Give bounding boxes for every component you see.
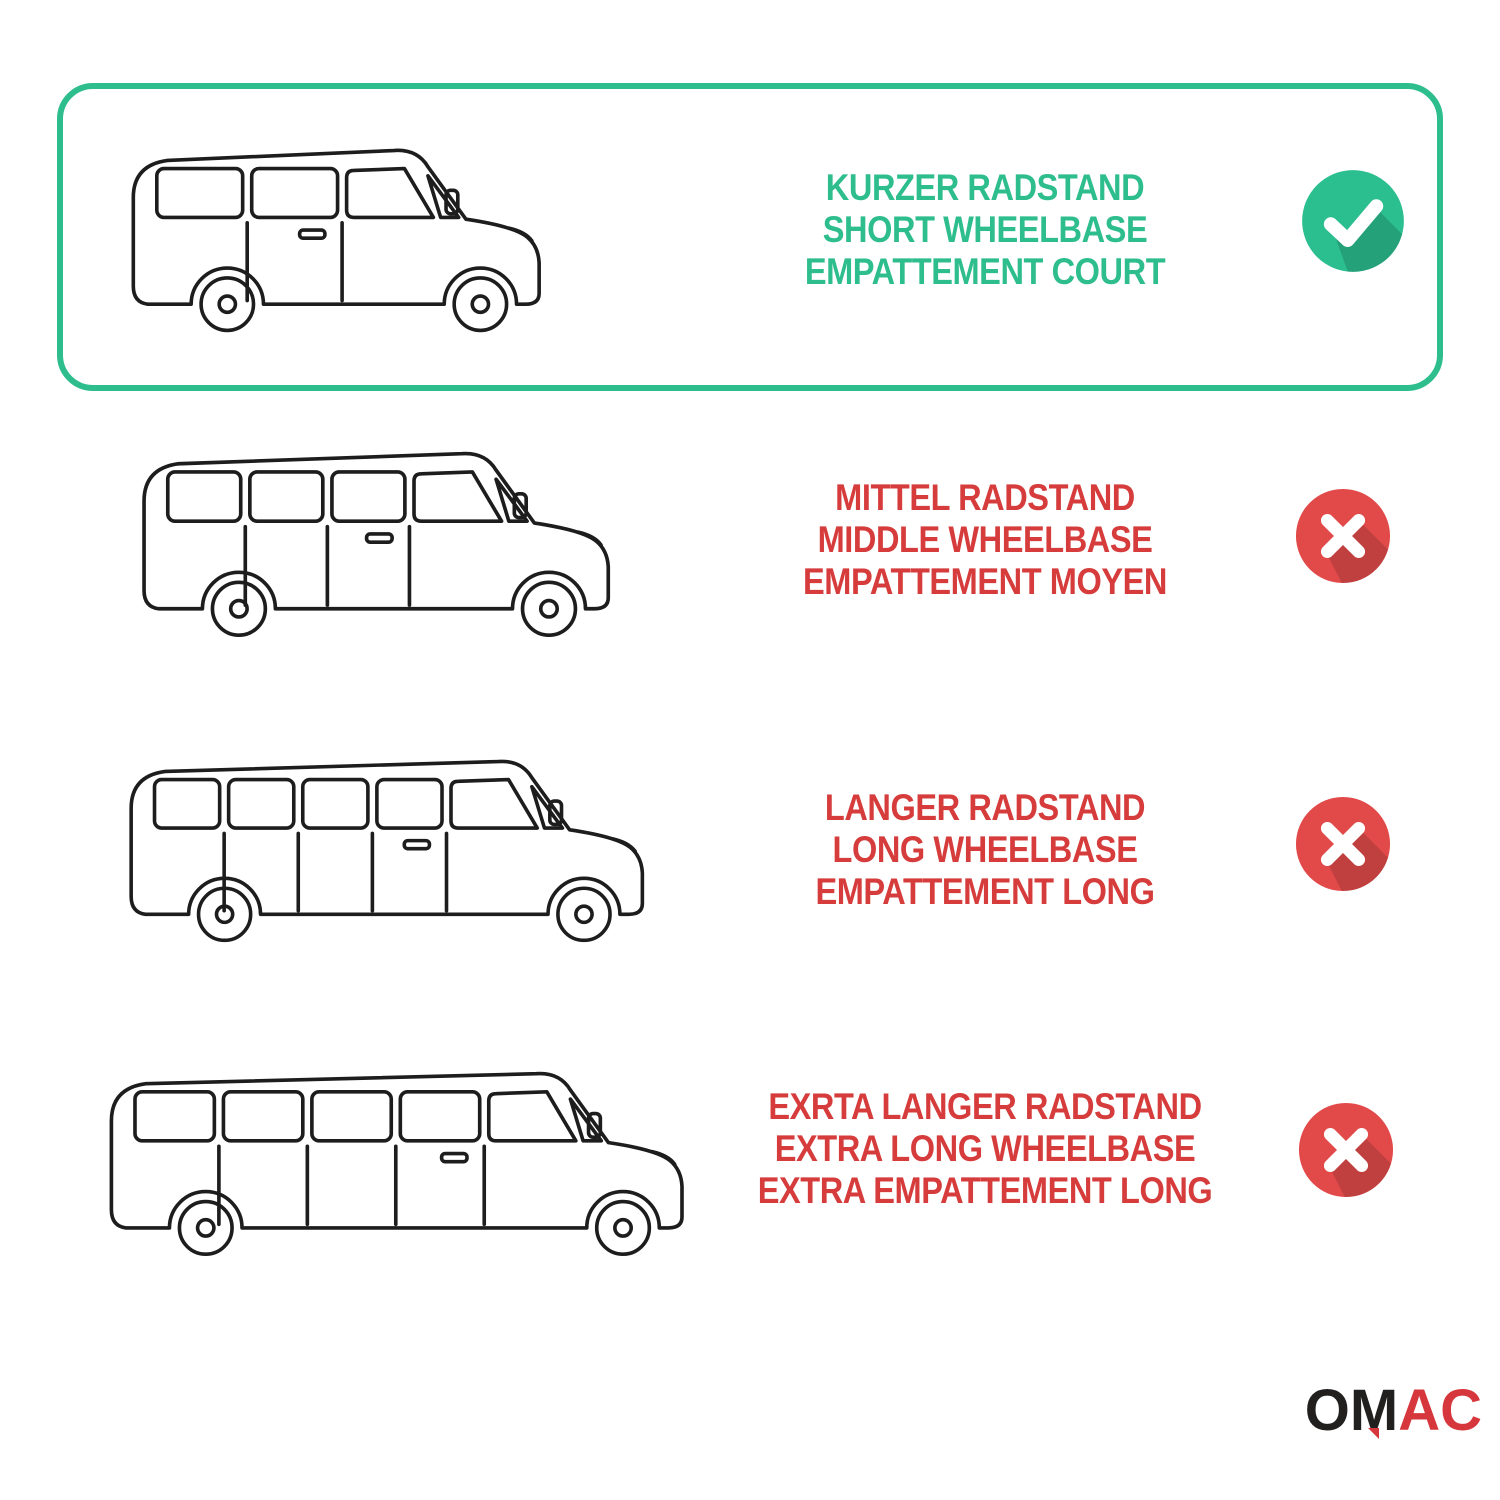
label-line-en: LONG WHEELBASE (832, 829, 1138, 871)
label-line-en: SHORT WHEELBASE (822, 209, 1148, 251)
van-long-wheelbase-illustration (129, 759, 645, 943)
label-short-wheelbase: KURZER RADSTAND SHORT WHEELBASE EMPATTEM… (774, 167, 1196, 294)
cross-icon (1298, 1102, 1394, 1198)
label-middle-wheelbase: MITTEL RADSTAND MIDDLE WHEELBASE EMPATTE… (769, 477, 1200, 604)
label-line-de: LANGER RADSTAND (824, 787, 1146, 828)
label-long-wheelbase: LANGER RADSTAND LONG WHEELBASE EMPATTEME… (774, 787, 1196, 914)
label-line-de: EXRTA LANGER RADSTAND (768, 1086, 1202, 1127)
label-line-fr: EMPATTEMENT MOYEN (803, 561, 1167, 603)
van-short-wheelbase-illustration (131, 148, 541, 333)
logo-text-black: OM (1304, 1378, 1399, 1443)
logo-accent (1368, 1428, 1379, 1439)
omac-logo: OMAC (1272, 1382, 1482, 1440)
label-line-de: KURZER RADSTAND (825, 167, 1145, 208)
label-line-fr: EMPATTEMENT COURT (804, 251, 1166, 293)
logo-text-red: AC (1398, 1378, 1482, 1443)
selected-variant-outline (57, 83, 1443, 391)
label-line-en: EXTRA LONG WHEELBASE (774, 1128, 1196, 1170)
label-line-fr: EXTRA EMPATTEMENT LONG (757, 1170, 1213, 1212)
cross-icon (1295, 796, 1391, 892)
check-icon (1302, 170, 1404, 272)
van-extra-long-wheelbase-illustration (109, 1071, 684, 1257)
label-extra-long-wheelbase: EXRTA LANGER RADSTAND EXTRA LONG WHEELBA… (750, 1086, 1220, 1213)
cross-icon (1295, 488, 1391, 584)
van-middle-wheelbase-illustration (142, 451, 611, 638)
label-line-de: MITTEL RADSTAND (835, 477, 1135, 518)
label-line-en: MIDDLE WHEELBASE (817, 519, 1153, 561)
label-line-fr: EMPATTEMENT LONG (815, 871, 1155, 913)
